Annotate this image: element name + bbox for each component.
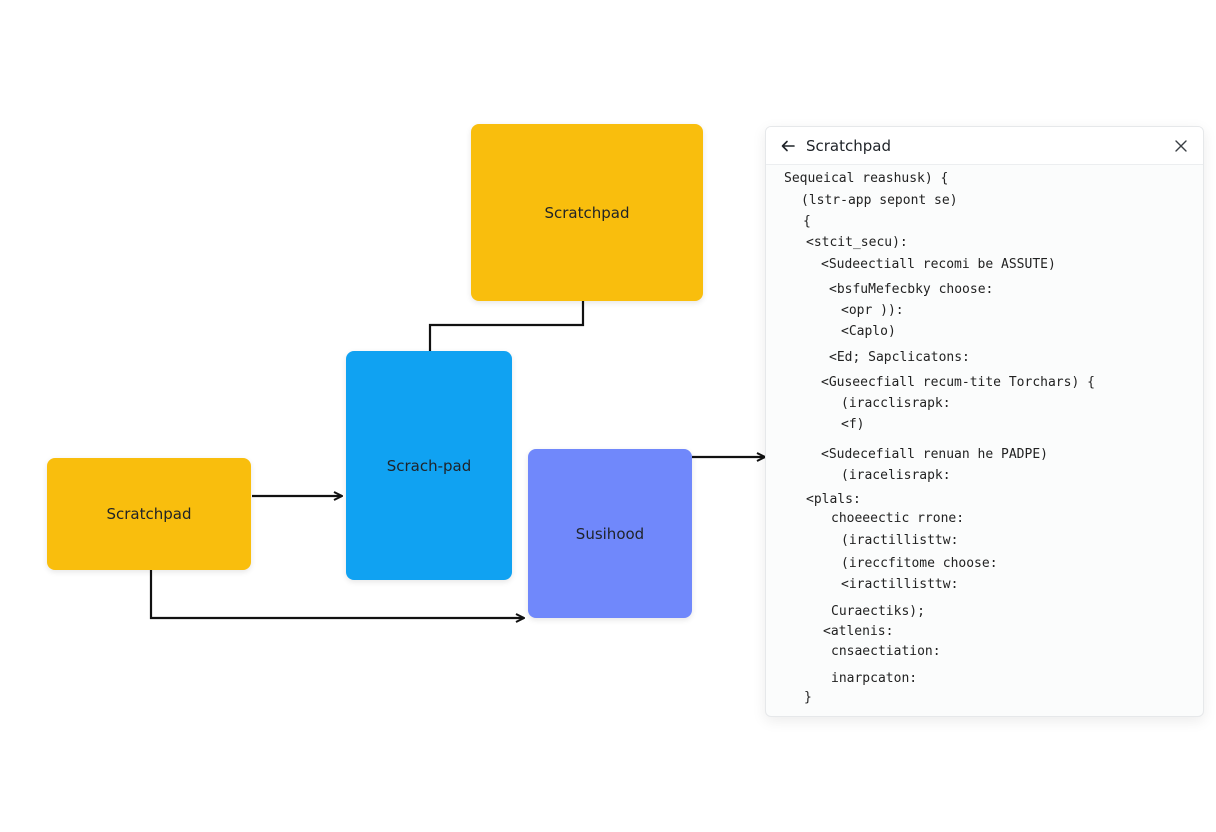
code-line: (ireccfitome choose: [841, 556, 998, 571]
code-line: inarpcaton: [831, 671, 918, 686]
code-line: choeeectic rrone: [831, 511, 965, 526]
code-line: (iractillisttw: [841, 533, 959, 548]
code-line: <Caplo) [841, 324, 896, 339]
panel-title: Scratchpad [806, 136, 891, 155]
node-label: Scratchpad [544, 203, 630, 222]
code-line: <plals: [806, 492, 861, 507]
code-line: Curaectiks); [831, 604, 925, 619]
code-line: } [804, 690, 812, 705]
panel-header: Scratchpad [766, 127, 1203, 165]
code-content[interactable]: Sequeical reashusk) { (lstr-app sepont se… [766, 165, 1203, 716]
code-line: { [803, 214, 811, 229]
node-susihood[interactable]: Susihood [528, 449, 692, 618]
scratchpad-panel: Scratchpad Sequeical reashusk) { (lstr-ap… [765, 126, 1204, 717]
code-line: cnsaectiation: [831, 644, 941, 659]
code-line: <Guseecfiall recum-tite Torchars) { [821, 375, 1095, 390]
node-label: Scrach-pad [386, 456, 472, 475]
node-label: Susihood [575, 524, 645, 543]
code-line: <stcit_secu): [806, 235, 908, 250]
connector-top-to-middle [428, 301, 585, 351]
code-line: <iractillisttw: [841, 577, 959, 592]
code-line: (lstr-app sepont se) [801, 193, 958, 208]
close-icon[interactable] [1171, 136, 1191, 156]
code-line: <f) [841, 417, 865, 432]
code-line: <Ed; Sapclicatons: [829, 350, 970, 365]
arrow-left-icon[interactable] [778, 136, 798, 156]
code-line: (iracclisrapk: [841, 396, 951, 411]
node-scrach-pad[interactable]: Scrach-pad [346, 351, 512, 580]
node-scratchpad-top[interactable]: Scratchpad [471, 124, 703, 301]
code-line: <Sudecefiall renuan he PADPE) [821, 447, 1048, 462]
node-scratchpad-left[interactable]: Scratchpad [47, 458, 251, 570]
code-line: (iracelisrapk: [841, 468, 951, 483]
code-line: <atlenis: [823, 624, 894, 639]
code-line: <Sudeectiall recomi be ASSUTE) [821, 257, 1056, 272]
code-line: Sequeical reashusk) { [784, 171, 949, 186]
code-line: <opr )): [841, 303, 904, 318]
code-line: <bsfuMefecbky choose: [829, 282, 994, 297]
node-label: Scratchpad [106, 505, 192, 523]
